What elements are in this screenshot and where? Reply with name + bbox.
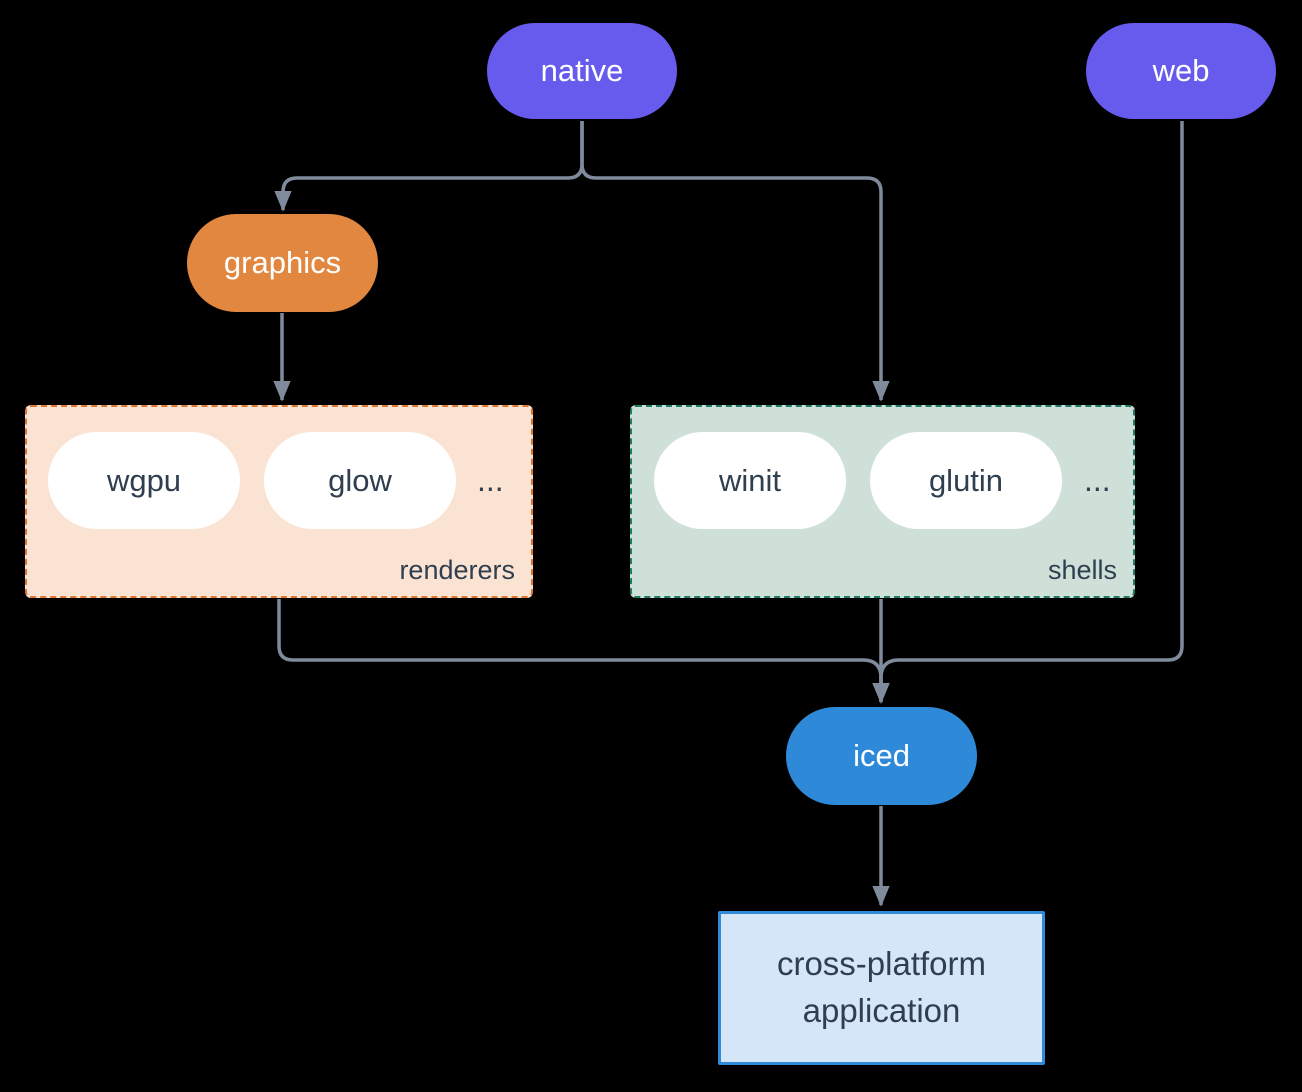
node-web-label: web <box>1152 53 1210 88</box>
group-renderers: wgpu glow ... renderers <box>25 405 533 598</box>
node-glow-label: glow <box>328 462 392 498</box>
renderers-ellipsis: ... <box>477 462 504 498</box>
node-winit: winit <box>654 432 846 529</box>
node-wgpu-label: wgpu <box>106 462 182 498</box>
shells-group-label: shells <box>1047 555 1117 585</box>
node-iced: iced <box>786 707 977 805</box>
node-native: native <box>487 23 677 119</box>
node-cross-platform-application: cross-platform application <box>718 911 1045 1065</box>
app-label-line1: cross-platform <box>776 945 987 983</box>
edge-native-to-graphics <box>274 121 584 212</box>
node-wgpu: wgpu <box>48 432 240 529</box>
node-graphics-label: graphics <box>223 245 342 280</box>
renderers-group-label: renderers <box>399 555 515 585</box>
node-native-label: native <box>540 53 624 88</box>
edge-renderers-to-iced <box>277 599 890 704</box>
node-glow: glow <box>264 432 456 529</box>
node-graphics: graphics <box>187 214 378 312</box>
node-web: web <box>1086 23 1276 119</box>
edge-web-to-iced <box>872 121 1184 704</box>
node-iced-label: iced <box>853 738 910 773</box>
group-shells: winit glutin ... shells <box>630 405 1135 598</box>
edge-native-to-shells <box>580 121 890 402</box>
shells-ellipsis: ... <box>1084 462 1111 498</box>
node-glutin: glutin <box>870 432 1062 529</box>
node-winit-label: winit <box>718 462 781 498</box>
app-label-line2: application <box>802 992 961 1029</box>
node-glutin-label: glutin <box>928 462 1004 498</box>
